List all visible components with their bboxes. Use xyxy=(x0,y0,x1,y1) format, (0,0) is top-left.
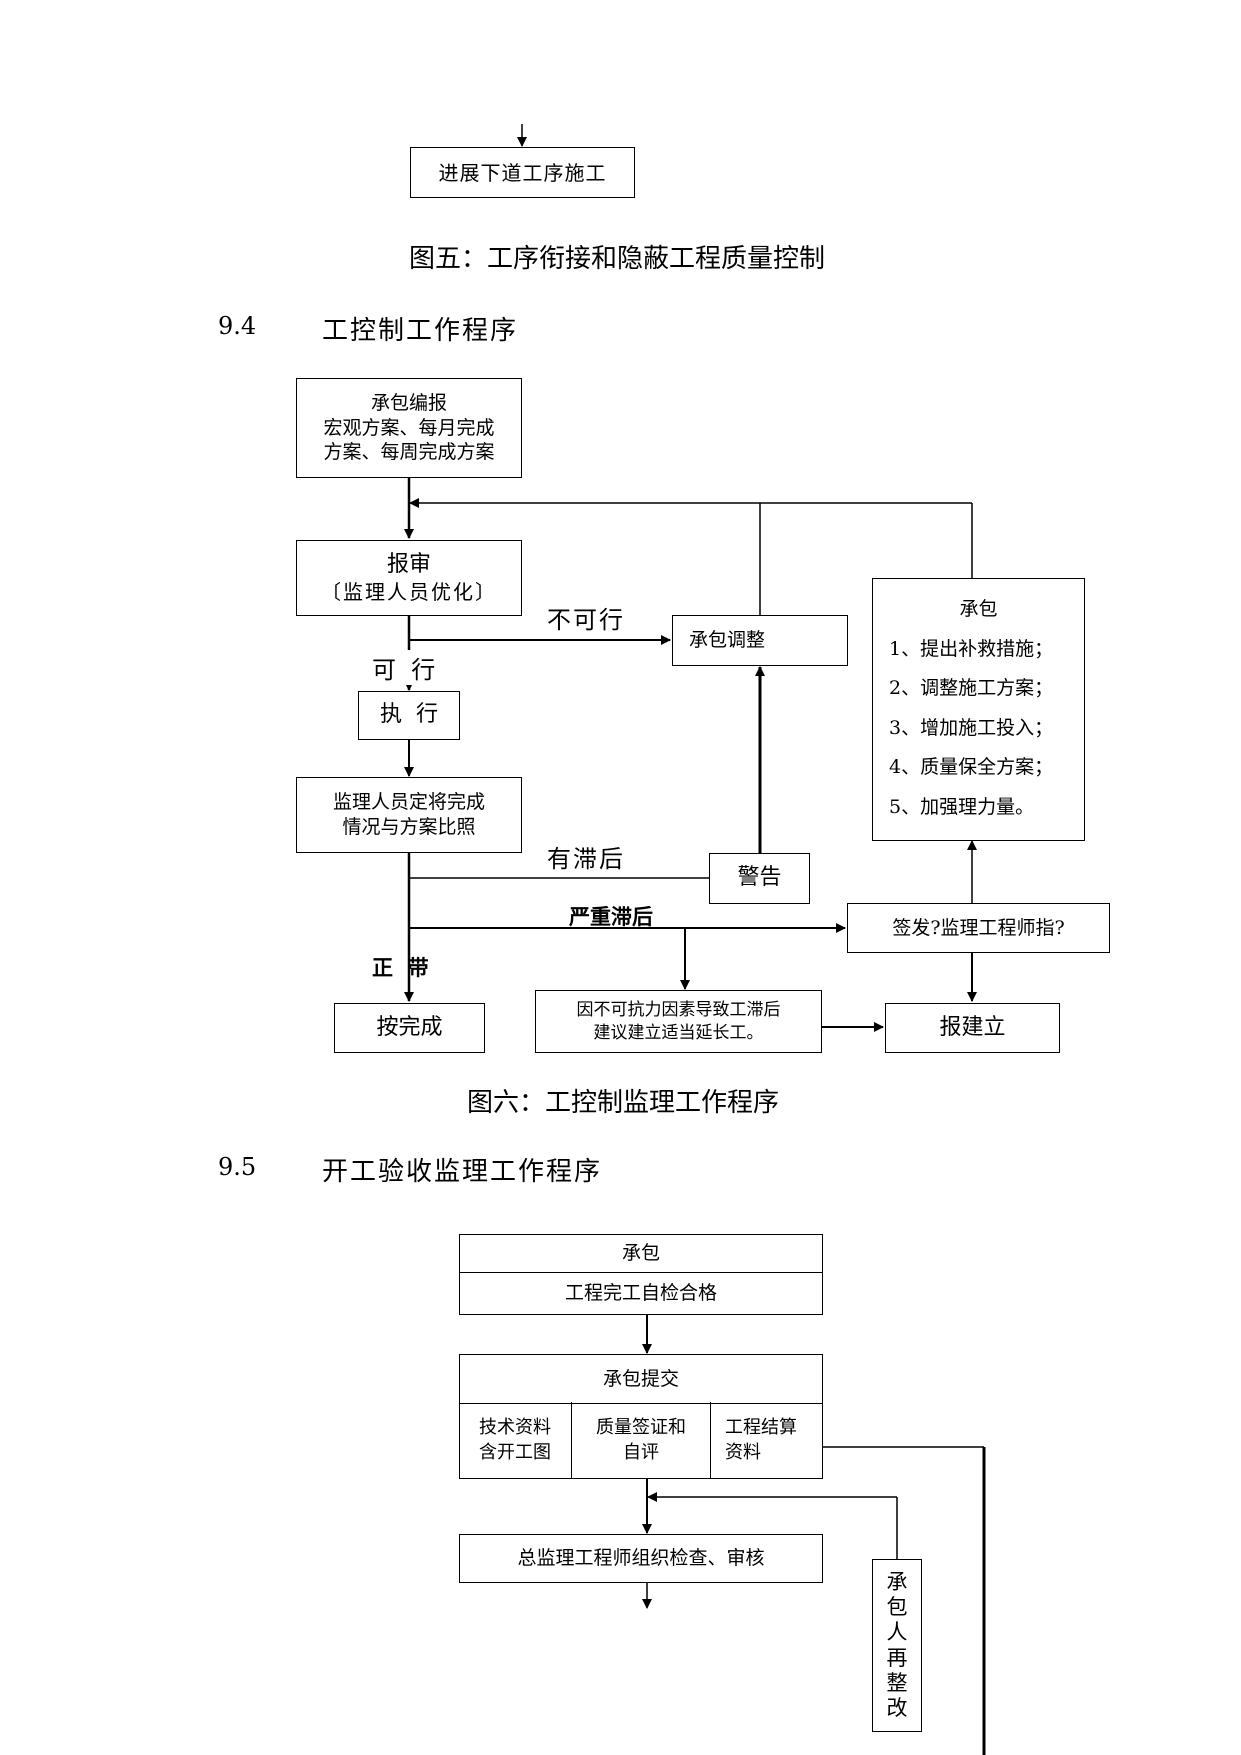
plan-line-2: 宏观方案、每月完成 xyxy=(323,416,495,439)
section-94-title: 工控制工作程序 xyxy=(322,316,519,346)
section-95-number: 9.5 xyxy=(218,1153,257,1181)
next-process-box: 进展下道工序施工 xyxy=(410,147,635,198)
execute-box: 执 行 xyxy=(358,691,460,740)
force-majeure-line-2: 建议建立适当延长工。 xyxy=(593,1022,764,1043)
submit-cell-tech-docs: 技术资料 含开工图 xyxy=(459,1402,572,1479)
next-process-label: 进展下道工序施工 xyxy=(438,160,607,185)
rectify-char-5: 整 xyxy=(886,1670,908,1695)
warning-box: 警告 xyxy=(709,853,810,904)
contractor-adjust-label: 承包调整 xyxy=(689,629,766,652)
settlement-line-2: 资料 xyxy=(725,1441,761,1463)
self-check-subtitle: 工程完工自检合格 xyxy=(564,1282,717,1305)
label-lagging: 有滞后 xyxy=(547,845,625,873)
compare-line-2: 情况与方案比照 xyxy=(342,816,476,838)
issue-order-label: 签发?监理工程师指? xyxy=(892,916,1065,939)
self-check-box: 承包 工程完工自检合格 xyxy=(459,1234,823,1315)
rectify-char-1: 承 xyxy=(886,1569,908,1594)
submit-cell-settlement: 工程结算 资料 xyxy=(711,1402,823,1479)
compare-line-1: 监理人员定将完成 xyxy=(332,791,485,814)
submit-cell-quality: 质量签证和 自评 xyxy=(572,1402,711,1479)
contractor-remedy-title: 承包 xyxy=(959,598,998,620)
label-feasible: 可 行 xyxy=(372,650,436,685)
warning-label: 警告 xyxy=(737,865,782,891)
submit-box: 承包提交 xyxy=(459,1354,823,1479)
plan-line-3: 方案、每周完成方案 xyxy=(323,441,495,464)
complete-label: 按完成 xyxy=(376,1014,443,1040)
contractor-remedy-box: 承包 1、提出补救措施； 2、调整施工方案； 3、增加施工投入； 4、质量保全方… xyxy=(872,578,1085,841)
rectify-char-6: 改 xyxy=(886,1695,908,1720)
self-check-title: 承包 xyxy=(621,1242,660,1265)
tech-docs-line-2: 含开工图 xyxy=(479,1441,551,1463)
review-title: 报审 xyxy=(386,551,431,577)
issue-order-box: 签发?监理工程师指? xyxy=(847,903,1110,953)
tech-docs-line-1: 技术资料 xyxy=(479,1417,551,1439)
report-label: 报建立 xyxy=(939,1014,1006,1040)
inspection-label: 总监理工程师组织检查、审核 xyxy=(517,1547,765,1570)
rectify-char-4: 再 xyxy=(886,1645,908,1670)
remedy-item-5: 5、加强理力量。 xyxy=(889,795,1035,818)
rectify-char-2: 包 xyxy=(886,1595,908,1620)
quality-line-2: 自评 xyxy=(623,1441,659,1463)
contractor-adjust-box: 承包调整 xyxy=(672,615,848,666)
plan-submission-box: 承包编报 宏观方案、每月完成 方案、每周完成方案 xyxy=(296,378,522,478)
settlement-line-1: 工程结算 xyxy=(725,1417,797,1439)
review-subtitle: 〔监理人员优化〕 xyxy=(321,580,497,605)
remedy-item-1: 1、提出补救措施； xyxy=(889,637,1054,660)
label-severe-lag: 严重滞后 xyxy=(569,905,653,929)
plan-line-1: 承包编报 xyxy=(370,391,447,414)
compare-box: 监理人员定将完成 情况与方案比照 xyxy=(296,777,522,853)
label-normal: 正 带 xyxy=(372,956,429,980)
remedy-item-2: 2、调整施工方案； xyxy=(889,677,1054,700)
remedy-item-3: 3、增加施工投入； xyxy=(889,716,1054,739)
force-majeure-line-1: 因不可抗力因素导致工滞后 xyxy=(576,1000,781,1021)
figure6-caption: 图六：工控制监理工作程序 xyxy=(467,1088,780,1118)
complete-box: 按完成 xyxy=(334,1003,485,1053)
section-94-number: 9.4 xyxy=(218,312,257,340)
quality-line-1: 质量签证和 xyxy=(596,1417,686,1439)
submit-title: 承包提交 xyxy=(602,1367,679,1390)
review-box: 报审 〔监理人员优化〕 xyxy=(296,540,522,616)
report-box: 报建立 xyxy=(885,1003,1060,1053)
execute-label: 执 行 xyxy=(380,702,438,728)
rectify-char-3: 人 xyxy=(886,1620,908,1645)
inspection-box: 总监理工程师组织检查、审核 xyxy=(459,1534,823,1583)
section-95-title: 开工验收监理工作程序 xyxy=(322,1157,603,1187)
rectify-box: 承 包 人 再 整 改 xyxy=(872,1559,922,1732)
force-majeure-box: 因不可抗力因素导致工滞后 建议建立适当延长工。 xyxy=(535,990,822,1053)
remedy-item-4: 4、质量保全方案； xyxy=(889,756,1054,779)
figure5-caption: 图五：工序衔接和隐蔽工程质量控制 xyxy=(409,244,826,274)
label-not-feasible: 不可行 xyxy=(547,606,625,634)
